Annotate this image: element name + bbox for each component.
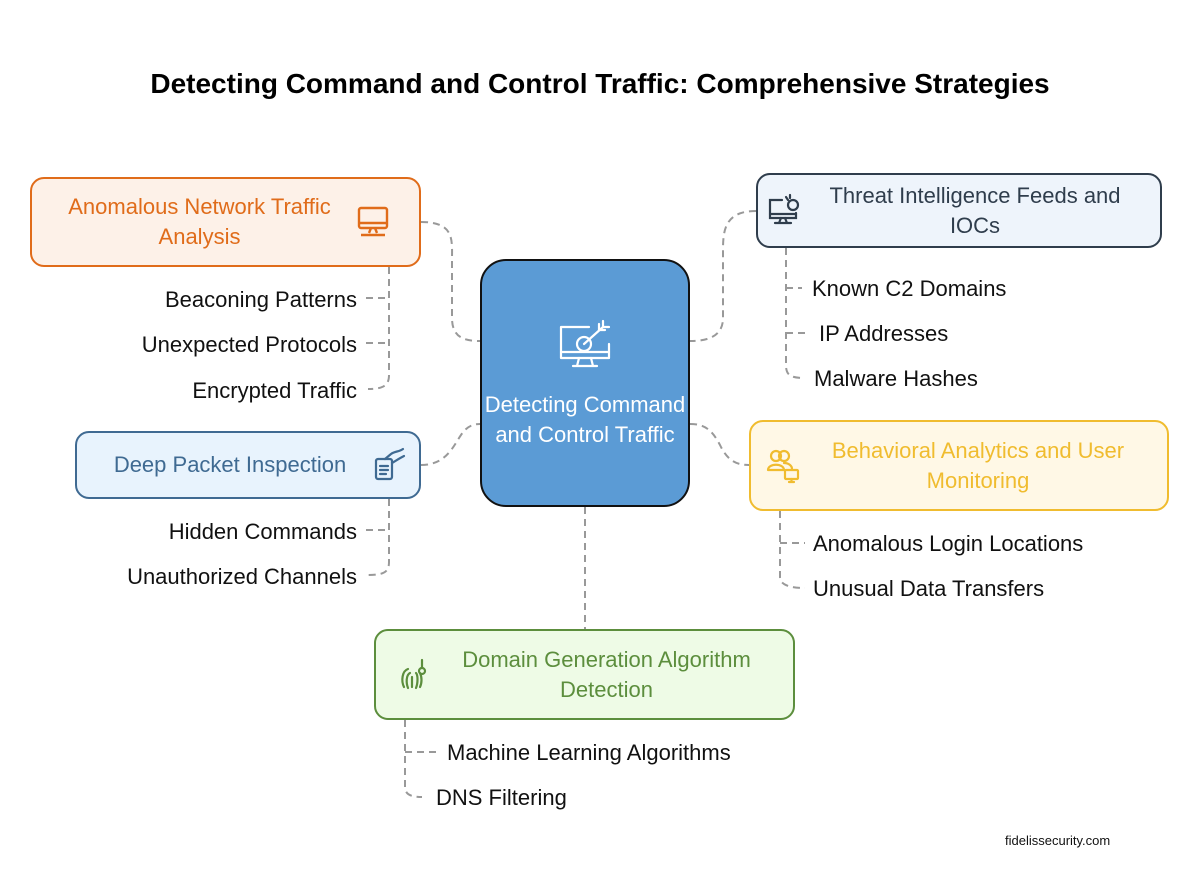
fingerprint-hook-icon [394,655,434,695]
branch-domain-generation-algorithm[interactable]: Domain Generation Algorithm Detection [374,629,795,720]
leaf-unexpected-protocols: Unexpected Protocols [141,332,357,357]
leaf-unauthorized-channels: Unauthorized Channels [127,564,357,589]
leaf-anomalous-login-locations: Anomalous Login Locations [813,531,1084,556]
branch-behavioral-analytics[interactable]: Behavioral Analytics and User Monitoring [749,420,1169,511]
monitor-search-icon [764,191,804,231]
diagram-title: Detecting Command and Control Traffic: C… [150,68,1050,99]
leaf-machine-learning-algorithms: Machine Learning Algorithms [447,740,731,765]
leaf-hidden-commands: Hidden Commands [168,519,357,544]
branch-label: Behavioral Analytics and User Monitoring [831,437,1125,493]
leaf-dns-filtering: DNS Filtering [436,785,567,810]
branch-label: Deep Packet Inspection [113,452,347,477]
branch-anomalous-network-traffic[interactable]: Anomalous Network Traffic Analysis [30,177,421,267]
leaf-ip-addresses: IP Addresses [819,321,949,346]
leaf-malware-hashes: Malware Hashes [814,366,978,391]
center-node[interactable]: Detecting Command and Control Traffic [480,259,690,507]
monitor-target-icon [553,316,617,380]
link-behav [689,423,750,466]
link-dpi [420,423,481,466]
center-label: Detecting Command and Control Traffic [484,392,686,447]
branch-label: Domain Generation Algorithm Detection [462,646,751,702]
monitor-icon [353,202,393,242]
users-monitor-icon [763,446,803,486]
link-anomalous [420,221,481,342]
branch-label: Threat Intelligence Feeds and IOCs [829,182,1121,238]
leaf-unusual-data-transfers: Unusual Data Transfers [813,576,1045,601]
leaf-known-c2-domains: Known C2 Domains [812,276,1007,301]
branch-threat-intelligence[interactable]: Threat Intelligence Feeds and IOCs [756,173,1162,248]
leaf-encrypted-traffic: Encrypted Traffic [192,378,357,403]
source-credit: fidelissecurity.com [1005,833,1111,848]
branch-deep-packet-inspection[interactable]: Deep Packet Inspection [75,431,421,499]
leaf-beaconing-patterns: Beaconing Patterns [164,287,357,312]
branch-label: Anomalous Network Traffic Analysis [68,194,331,249]
document-hand-icon [369,445,409,485]
link-threat [689,210,757,342]
